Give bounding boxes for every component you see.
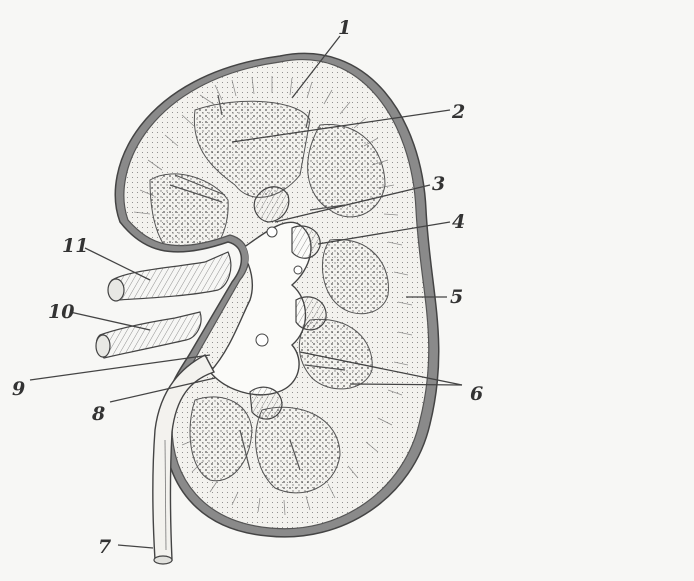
label-1: 1 <box>338 17 351 39</box>
label-11: 11 <box>62 235 88 257</box>
renal-vein <box>109 252 231 300</box>
label-9: 9 <box>12 378 25 400</box>
label-2: 2 <box>451 101 465 123</box>
sinus-vessel-2 <box>256 334 268 346</box>
label-3: 3 <box>432 173 445 195</box>
minor-calyx-lower <box>250 387 282 419</box>
label-6: 6 <box>470 383 483 405</box>
label-4: 4 <box>452 211 465 233</box>
label-10: 10 <box>48 301 74 323</box>
label-8: 8 <box>91 403 105 425</box>
minor-calyx-right <box>296 297 326 330</box>
label-7: 7 <box>98 536 111 558</box>
label-5: 5 <box>450 286 463 308</box>
sinus-vessel-1 <box>267 227 277 237</box>
sinus-vessel-3 <box>294 266 302 274</box>
renal-artery <box>97 312 202 358</box>
